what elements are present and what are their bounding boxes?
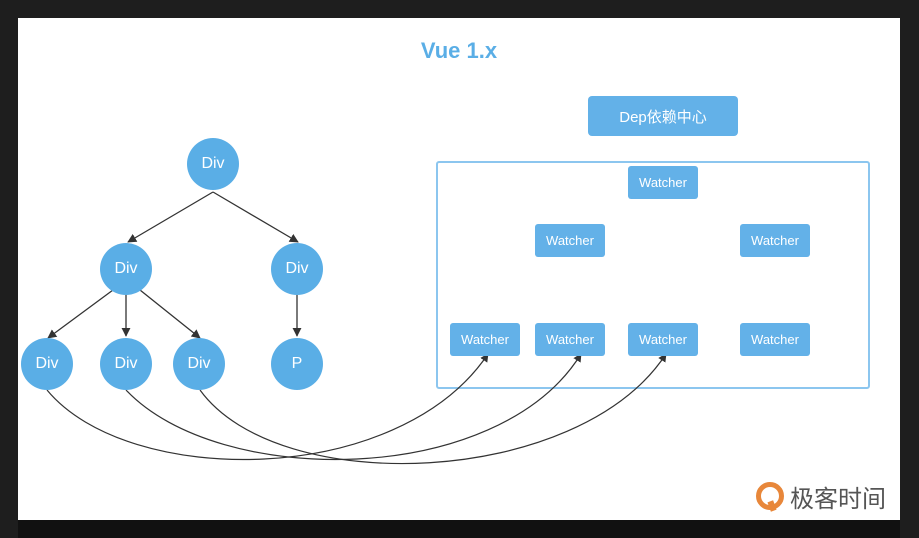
- watcher-label: Watcher: [639, 332, 687, 347]
- edge-curve-3: [199, 353, 667, 465]
- tree-node-label: P: [291, 355, 303, 372]
- watcher-label: Watcher: [751, 332, 799, 347]
- watcher-bottom-3: Watcher: [628, 323, 698, 356]
- edge-left-c: [139, 289, 201, 339]
- watermark-logo: 极客时间: [756, 476, 896, 516]
- watcher-mid-right: Watcher: [740, 224, 810, 257]
- tree-node-left-a: Div: [21, 338, 73, 390]
- watcher-bottom-4: Watcher: [740, 323, 810, 356]
- watcher-bottom-1: Watcher: [450, 323, 520, 356]
- edge-left-a: [47, 289, 114, 339]
- watcher-label: Watcher: [461, 332, 509, 347]
- tree-node-label: Div: [114, 355, 138, 372]
- tree-node-label: Div: [285, 260, 309, 277]
- edge-curve-2: [125, 353, 582, 461]
- edge-curve-1: [46, 353, 489, 461]
- watcher-label: Watcher: [751, 233, 799, 248]
- edges-layer: [46, 191, 667, 465]
- tree-node-right-a: P: [271, 338, 323, 390]
- dep-center-label: Dep依赖中心: [619, 108, 707, 126]
- tree-node-left-b: Div: [100, 338, 152, 390]
- watcher-label: Watcher: [546, 233, 594, 248]
- tree-node-right: Div: [271, 243, 323, 295]
- frame-bottom-border: [18, 520, 900, 538]
- diagram-canvas: Vue 1.x Dep依赖中心 Div Div Div Div Div: [18, 18, 900, 520]
- dep-center-box: Dep依赖中心: [588, 96, 738, 136]
- tree-node-root: Div: [187, 138, 239, 190]
- watcher-mid-left: Watcher: [535, 224, 605, 257]
- watcher-label: Watcher: [639, 175, 687, 190]
- watcher-top: Watcher: [628, 166, 698, 199]
- diagram-title: Vue 1.x: [420, 38, 498, 63]
- tree-node-label: Div: [201, 155, 225, 172]
- tree-node-label: Div: [35, 355, 59, 372]
- tree-node-label: Div: [187, 355, 211, 372]
- watcher-panel: [436, 161, 870, 389]
- watermark-text: 极客时间: [790, 484, 886, 513]
- tree-node-left-c: Div: [173, 338, 225, 390]
- edge-root-right: [212, 191, 299, 243]
- tree-node-label: Div: [114, 260, 138, 277]
- edge-root-left: [127, 191, 214, 243]
- tree-node-left: Div: [100, 243, 152, 295]
- watcher-bottom-2: Watcher: [535, 323, 605, 356]
- logo-icon: [756, 482, 784, 510]
- watcher-label: Watcher: [546, 332, 594, 347]
